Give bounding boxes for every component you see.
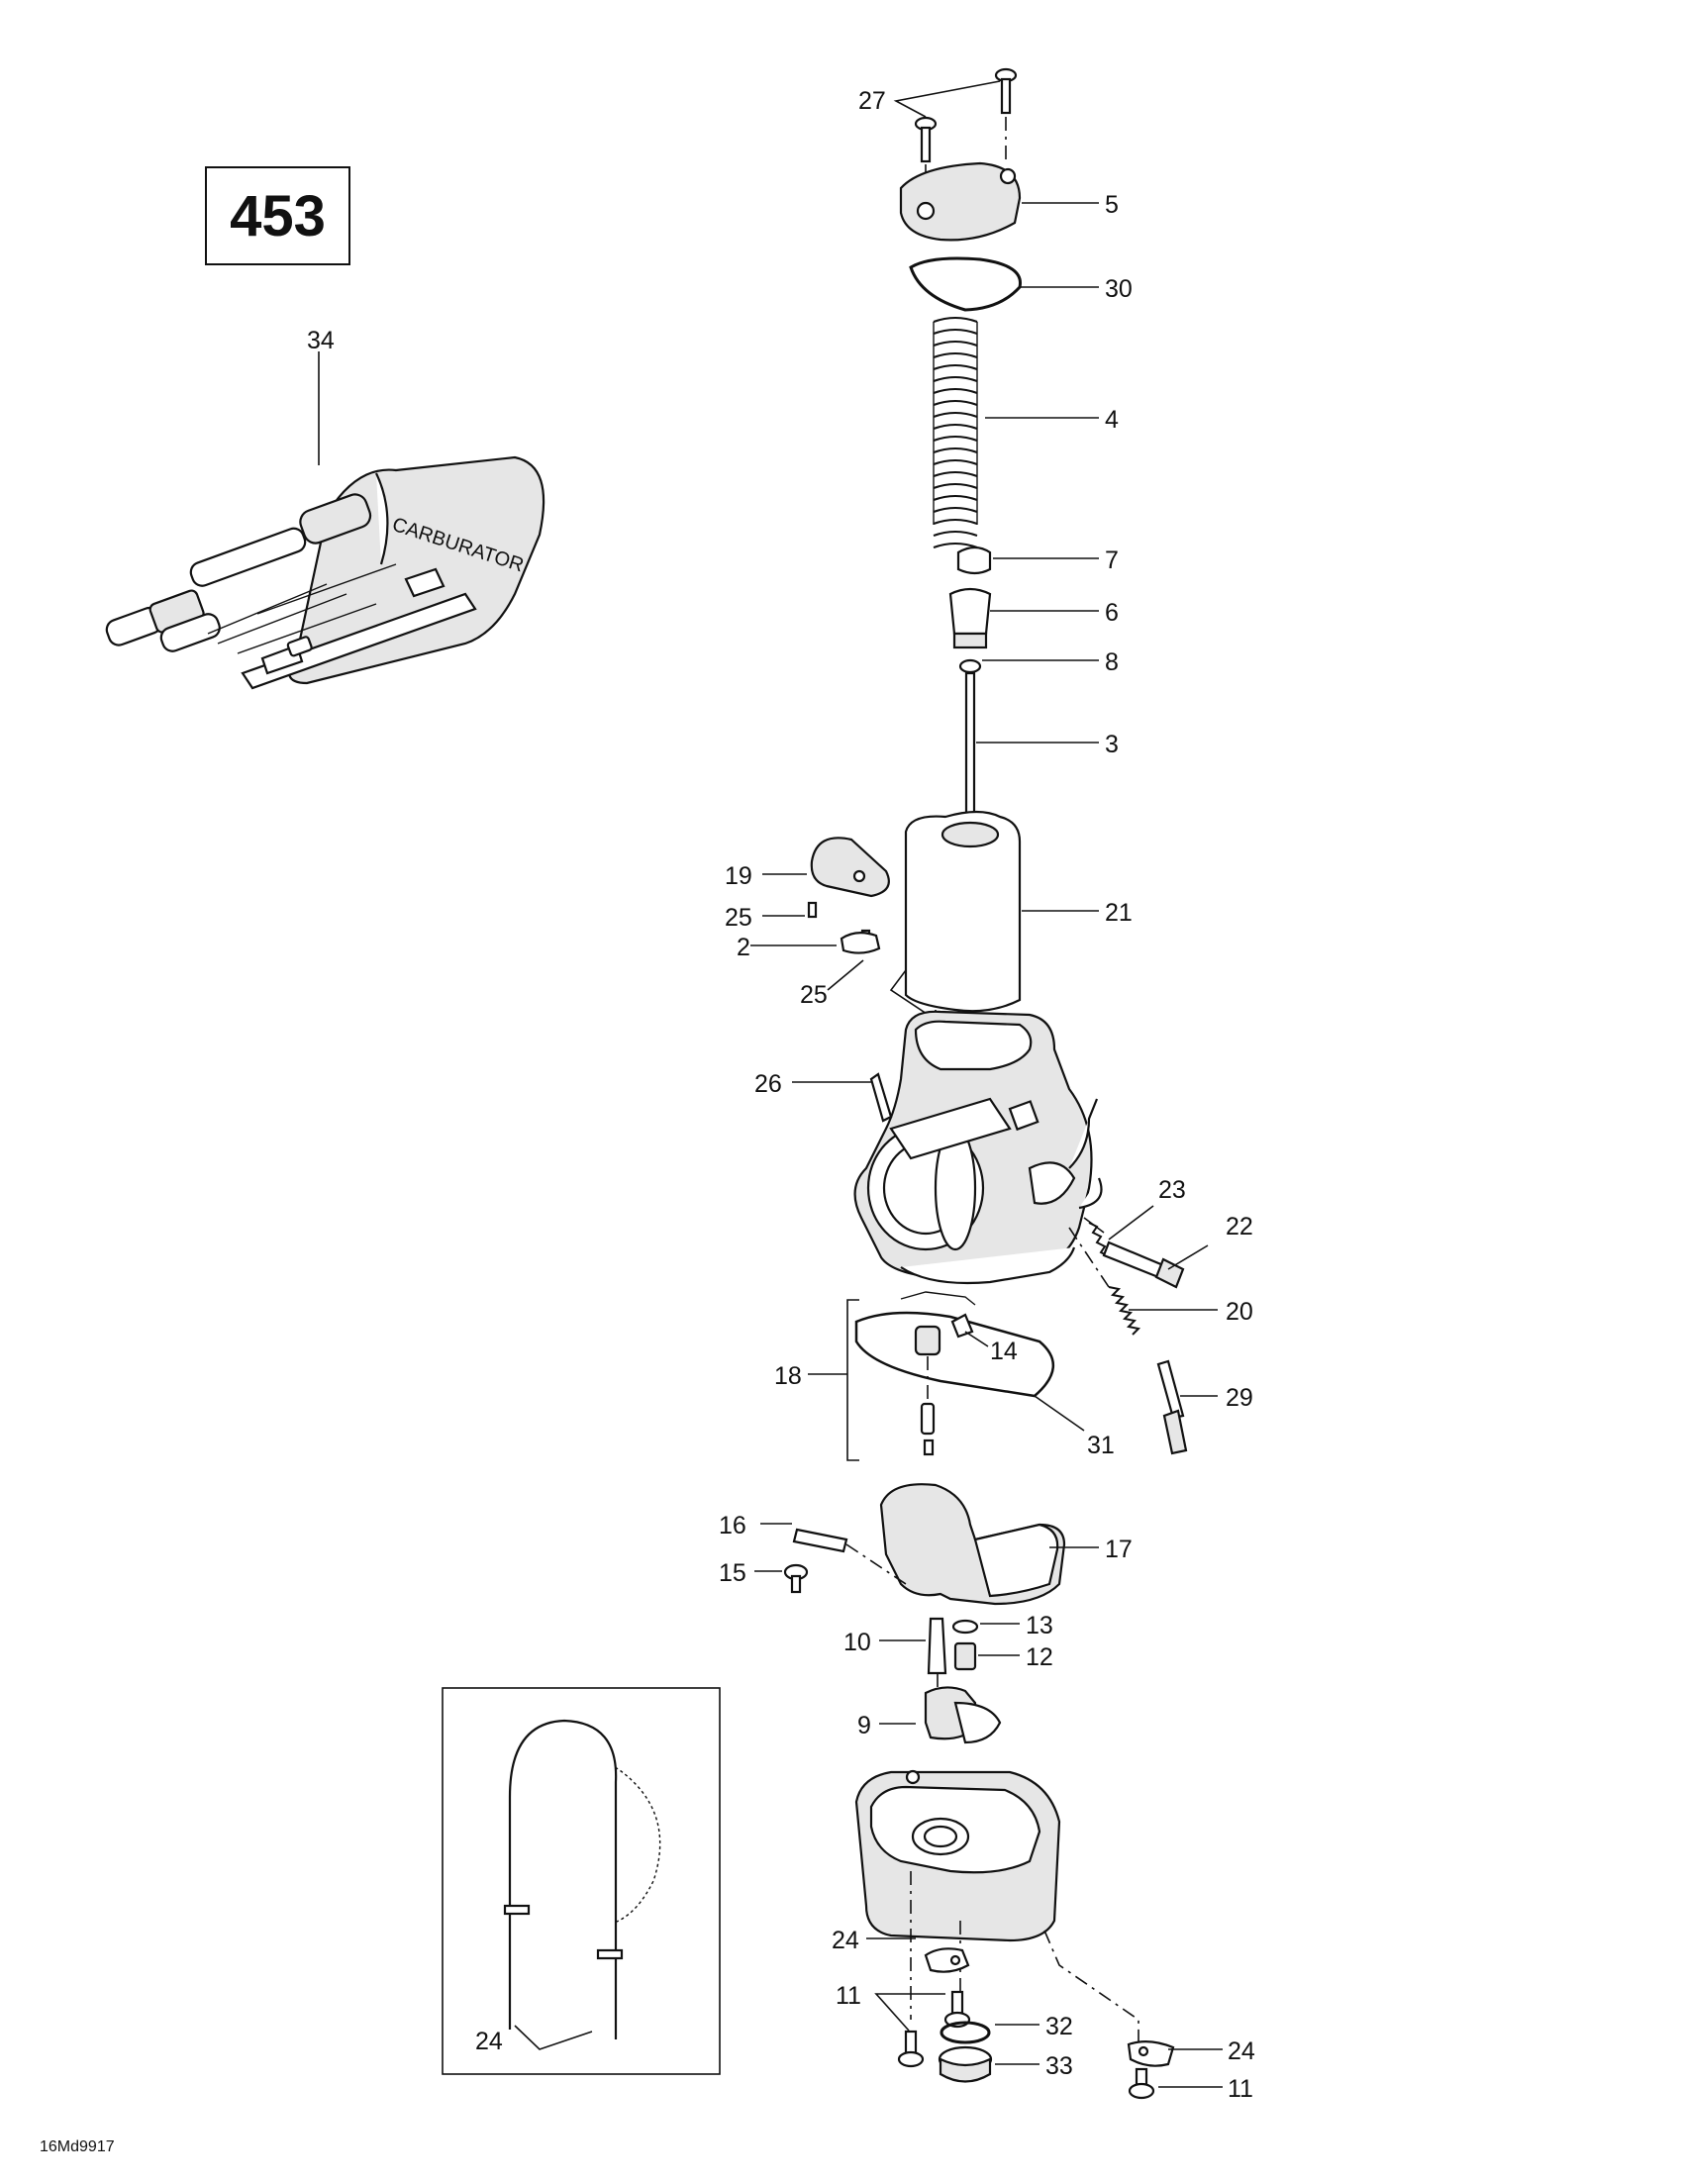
callout-32: 32 (1045, 2013, 1073, 2040)
callout-13: 13 (1026, 1612, 1053, 1639)
callout-5: 5 (1105, 191, 1119, 219)
callout-15: 15 (719, 1559, 746, 1587)
callout-20: 20 (1226, 1298, 1253, 1326)
callout-21: 21 (1105, 899, 1133, 927)
tool-kit-illustration: CARBURATOR (105, 455, 545, 690)
callout-31: 31 (1087, 1432, 1115, 1459)
page-number-box: 453 (205, 166, 350, 265)
diagram-code: 16Md9917 (40, 2138, 115, 2155)
callout-6: 6 (1105, 599, 1119, 627)
callout-26: 26 (754, 1070, 782, 1098)
screw-27-a (994, 67, 1018, 115)
callout-4: 4 (1105, 406, 1119, 434)
carburetor-parts (783, 67, 1188, 2100)
callout-29: 29 (1226, 1384, 1253, 1412)
callout-23: 23 (1158, 1176, 1186, 1204)
spring-4 (933, 317, 978, 548)
callout-30: 30 (1105, 275, 1133, 303)
callout-24-b: 24 (1228, 2037, 1255, 2065)
callout-22: 22 (1226, 1213, 1253, 1241)
callout-11-b: 11 (1228, 2075, 1253, 2103)
callout-34: 34 (307, 327, 335, 354)
callout-27: 27 (858, 87, 886, 115)
callout-25-a: 25 (725, 904, 752, 932)
callout-2: 2 (737, 934, 750, 961)
callout-numbers: 34 27 5 30 4 7 6 8 3 21 19 25 2 25 26 23… (307, 87, 1255, 2103)
callout-9: 9 (857, 1712, 871, 1739)
float-bowl (854, 1769, 1061, 1942)
callout-3: 3 (1105, 731, 1119, 758)
callout-12: 12 (1026, 1643, 1053, 1671)
callout-8: 8 (1105, 648, 1119, 676)
inset-frame (442, 1687, 721, 2075)
callout-10: 10 (843, 1629, 871, 1656)
callout-18: 18 (774, 1362, 802, 1390)
carburetor-body (853, 1010, 1103, 1285)
page-number: 453 (230, 183, 326, 248)
callout-7: 7 (1105, 546, 1119, 574)
callout-14: 14 (990, 1338, 1018, 1365)
callout-33: 33 (1045, 2052, 1073, 2080)
callout-19: 19 (725, 862, 752, 890)
screw-27-b (914, 116, 938, 163)
callout-17: 17 (1105, 1536, 1133, 1563)
callout-16: 16 (719, 1512, 746, 1539)
fuel-line-inset (442, 1687, 721, 2075)
leader-lines (318, 80, 1223, 2088)
callout-25-b: 25 (800, 981, 828, 1009)
callout-24-inset: 24 (475, 2028, 503, 2055)
callout-24-a: 24 (832, 1927, 859, 1954)
callout-11-a: 11 (836, 1982, 861, 2010)
